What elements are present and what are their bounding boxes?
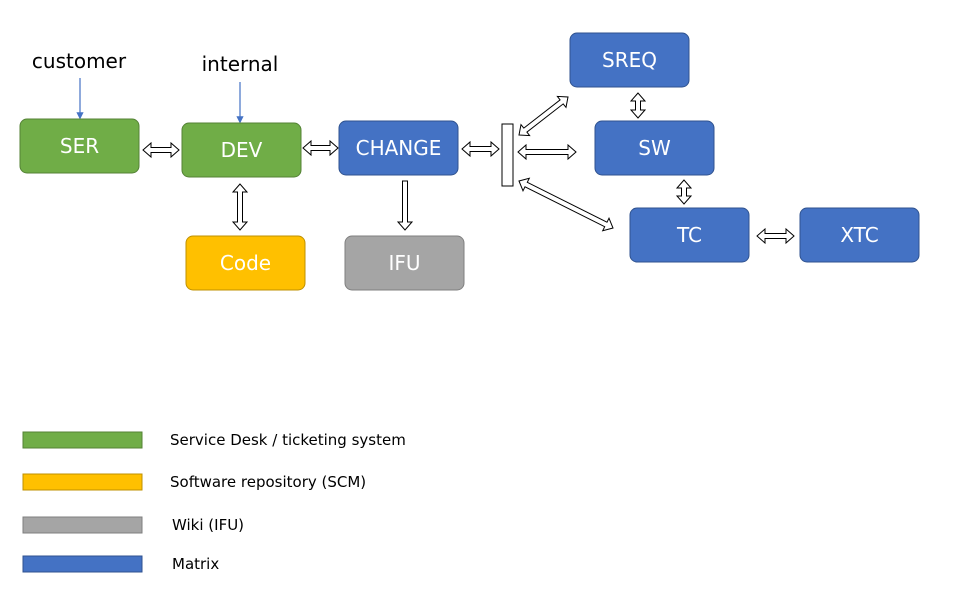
node-sreq-label: SREQ — [602, 48, 657, 72]
legend-swatch-gray — [22, 516, 143, 534]
node-change: CHANGE — [338, 120, 459, 176]
node-code: Code — [185, 235, 306, 291]
legend-label-software-repo: Software repository (SCM) — [170, 473, 366, 491]
node-ser: SER — [19, 118, 140, 174]
arrow-junction-sw — [517, 143, 577, 161]
connector-arrows — [142, 92, 795, 245]
legend-label-matrix: Matrix — [172, 555, 219, 573]
legend: Service Desk / ticketing system Software… — [22, 431, 406, 573]
arrow-dev-change — [302, 139, 339, 157]
node-ser-label: SER — [60, 134, 99, 158]
arrow-change-ifu — [396, 180, 414, 231]
internal-label: internal — [202, 52, 279, 76]
node-change-label: CHANGE — [356, 136, 442, 160]
node-dev: DEV — [181, 122, 302, 178]
arrow-change-junction — [461, 140, 500, 158]
node-ifu-label: IFU — [388, 251, 420, 275]
node-sw-label: SW — [638, 136, 671, 160]
arrow-ser-dev — [142, 141, 180, 159]
arrow-dev-code — [231, 183, 249, 231]
node-sreq: SREQ — [569, 32, 690, 88]
arrow-junction-tc — [518, 177, 614, 232]
node-ifu: IFU — [344, 235, 465, 291]
legend-swatch-yellow — [22, 473, 143, 491]
arrow-sreq-sw — [629, 92, 647, 119]
customer-label: customer — [32, 49, 127, 73]
legend-label-service-desk: Service Desk / ticketing system — [170, 431, 406, 449]
node-dev-label: DEV — [221, 138, 263, 162]
arrow-junction-sreq — [518, 95, 569, 137]
junction-bar — [501, 123, 514, 187]
node-tc-label: TC — [676, 223, 702, 247]
node-tc: TC — [629, 207, 750, 263]
legend-swatch-green — [22, 431, 143, 449]
node-xtc-label: XTC — [840, 223, 878, 247]
legend-label-wiki: Wiki (IFU) — [172, 516, 244, 534]
node-sw: SW — [594, 120, 715, 176]
node-xtc: XTC — [799, 207, 920, 263]
legend-swatch-blue — [22, 555, 143, 573]
node-code-label: Code — [220, 251, 271, 275]
arrow-tc-xtc — [756, 227, 795, 245]
arrow-sw-tc — [675, 179, 693, 205]
